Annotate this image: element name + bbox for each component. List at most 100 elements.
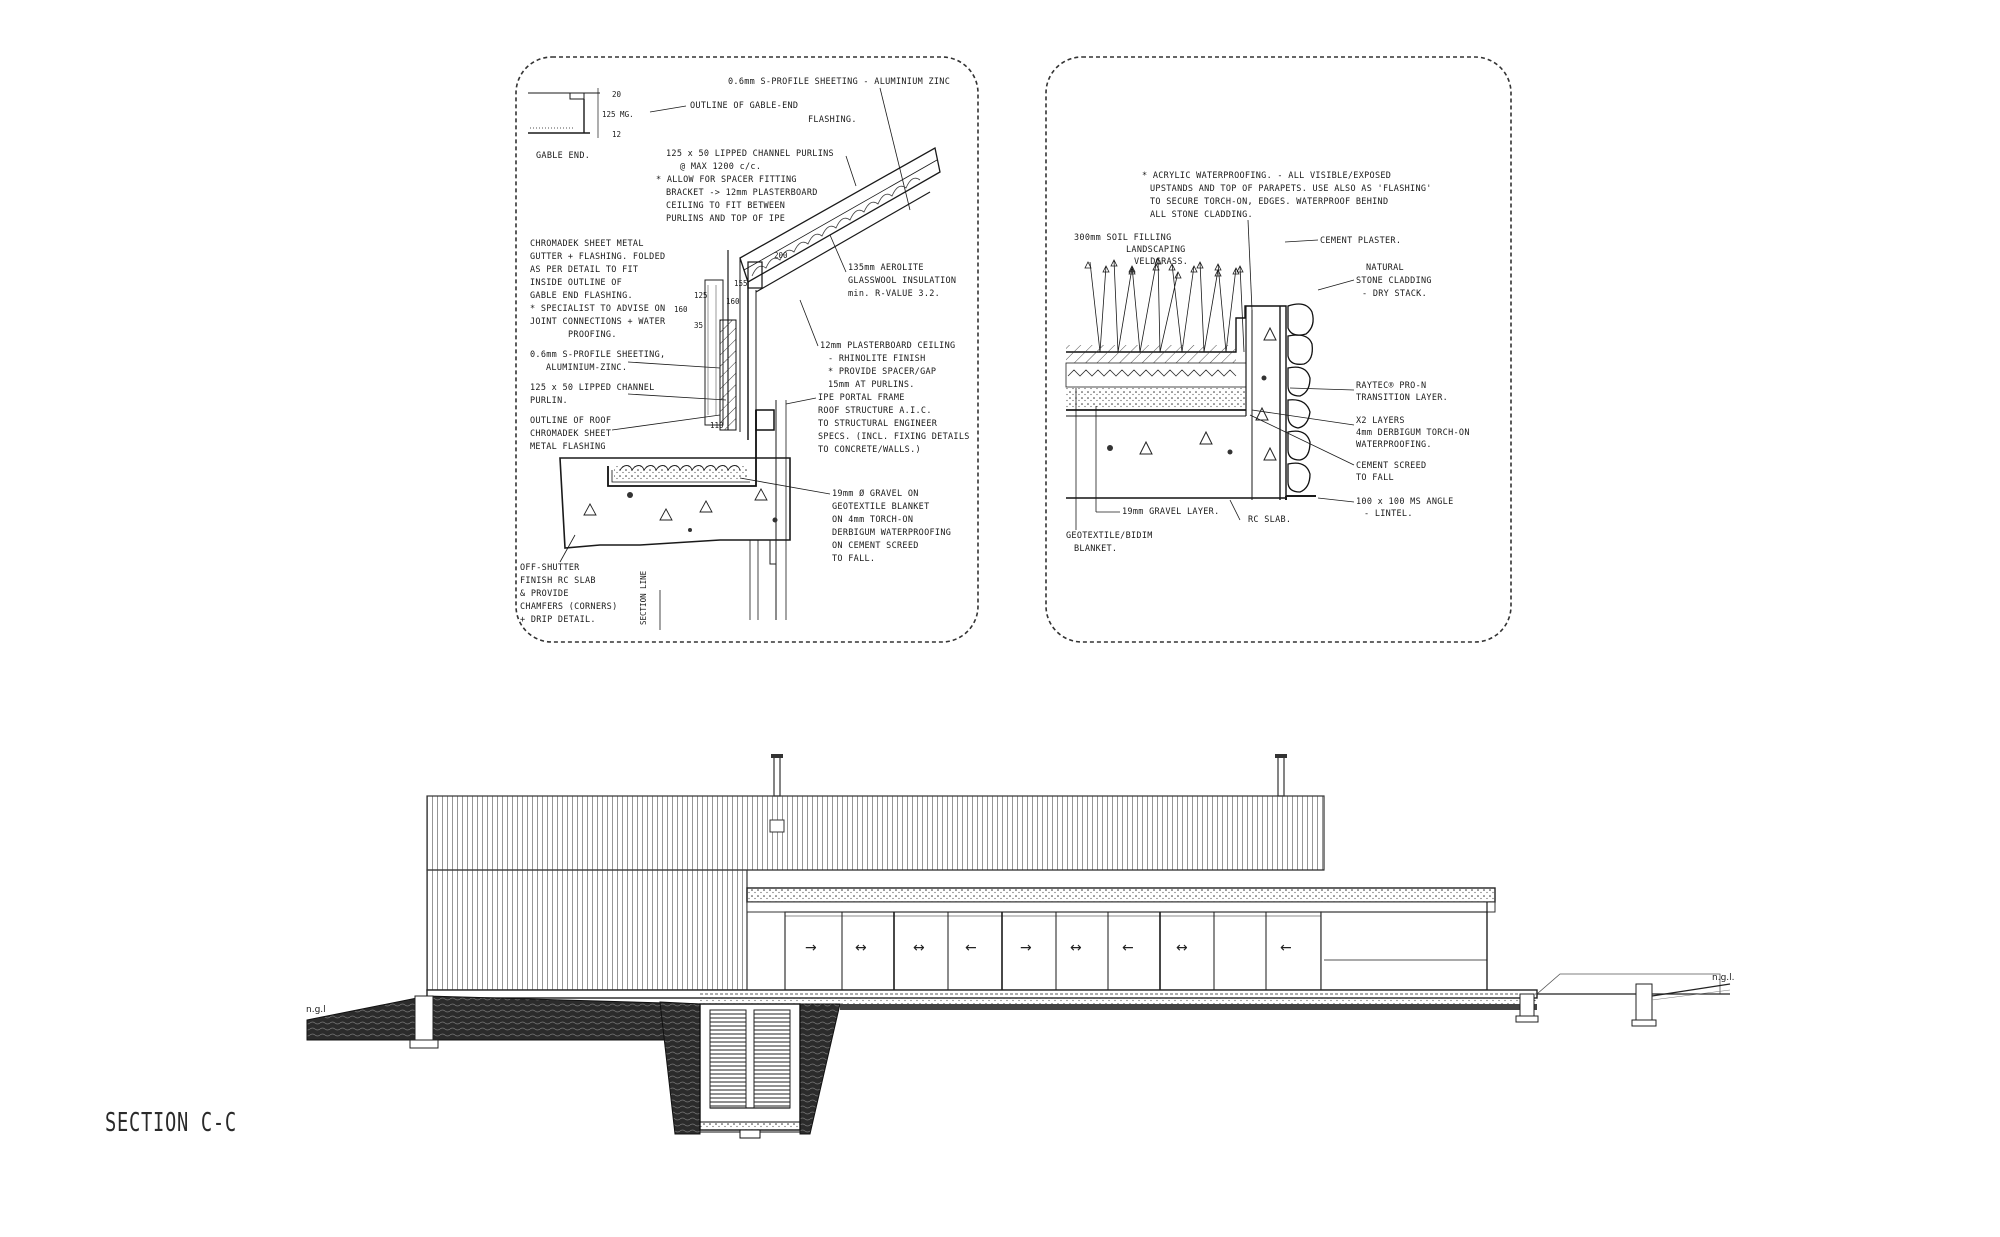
door-arrow-2: ↔ [855,940,867,956]
gable-dim-1: 20 [612,90,622,99]
note-acrylic-4: ALL STONE CLADDING. [1150,210,1253,220]
note-outline-flashing-1: OUTLINE OF GABLE-END [690,101,798,111]
door-arrow-3: ↔ [913,940,925,956]
note-outline-roof-1: OUTLINE OF ROOF [530,416,611,426]
note-chromadek-7: JOINT CONNECTIONS + WATER [530,317,666,327]
main-block-upper [426,795,1325,871]
note-channel-6: PURLINS AND TOP OF IPE [666,214,785,224]
note-landscape-2: VELDGRASS. [1134,257,1188,267]
main-block-lower [426,869,748,991]
note-gravel-5: ON CEMENT SCREED [832,541,919,551]
note-channel2-2: PURLIN. [530,396,568,406]
door-arrow-6: ↔ [1070,940,1082,956]
note-rc-slab: RC SLAB. [1248,515,1291,525]
note-insulation-3: min. R-VALUE 3.2. [848,289,940,299]
note-chromadek-3: AS PER DETAIL TO FIT [530,265,638,275]
note-acrylic-2: UPSTANDS AND TOP OF PARAPETS. USE ALSO A… [1150,184,1432,194]
note-gravel-layer: 19mm GRAVEL LAYER. [1122,507,1220,517]
green-roof-drawing [1065,257,1316,500]
note-gravel-4: DERBIGUM WATERPROOFING [832,528,951,538]
roof-assembly-drawing: 155 160 125 160 35 110 200 [674,146,941,620]
door-arrow-1: → [805,940,817,956]
gable-end-sketch: 20 125 MG. 12 GABLE END. [528,88,634,161]
note-channel-1: 125 x 50 LIPPED CHANNEL PURLINS [666,149,834,159]
gable-end-label: GABLE END. [536,151,590,161]
sliding-doors: → ↔ ↔ ← → ↔ ← ↔ ← [784,911,1322,991]
dim-160b: 160 [674,305,688,314]
roof-slab-drawing [559,410,791,565]
note-angle-2: - LINTEL. [1364,509,1413,519]
note-ipe-1: IPE PORTAL FRAME [818,393,905,403]
dim-160a: 160 [726,297,740,306]
door-arrow-5: → [1020,940,1032,956]
note-plasterboard-2: - RHINOLITE FINISH [828,354,926,364]
note-gravel-1: 19mm Ø GRAVEL ON [832,488,919,499]
section-title: SECTION C-C [105,1108,237,1138]
door-arrow-9: ← [1280,940,1292,956]
dim-200: 200 [774,251,788,260]
dim-155: 155 [734,279,748,288]
note-gravel-6: TO FALL. [832,554,875,564]
ngl-left-label: n.g.l [306,1005,326,1015]
dim-110: 110 [710,421,724,430]
note-acrylic-1: * ACRYLIC WATERPROOFING. - ALL VISIBLE/E… [1142,171,1391,181]
note-chromadek-5: GABLE END FLASHING. [530,291,633,301]
door-arrow-8: ↔ [1176,940,1188,956]
section-line-label: SECTION LINE [639,570,648,625]
ngl-right-label: n.g.l. [1712,973,1735,983]
note-sheeting-mid-1: 0.6mm S-PROFILE SHEETING, [530,350,665,360]
note-stone-1: NATURAL [1366,263,1404,273]
note-slab-4: CHAMFERS (CORNERS) [520,602,618,612]
note-ipe-3: TO STRUCTURAL ENGINEER [818,419,938,429]
note-chromadek-4: INSIDE OUTLINE OF [530,278,622,288]
note-ipe-4: SPECS. (INCL. FIXING DETAILS [818,432,970,442]
gable-dim-2: 125 MG. [602,110,634,119]
detail-frame-left [515,56,979,643]
note-plasterboard-4: 15mm AT PURLINS. [828,380,915,390]
note-chromadek-1: CHROMADEK SHEET METAL [530,239,644,249]
note-channel2-1: 125 x 50 LIPPED CHANNEL [530,383,655,393]
door-arrow-4: ← [965,940,977,956]
note-raytec-2: TRANSITION LAYER. [1356,393,1448,403]
detail-roof-gable: 20 125 MG. 12 GABLE END. 0.6mm S-PROFILE… [515,56,979,643]
note-slab-1: OFF-SHUTTER [520,563,580,573]
note-outline-roof-3: METAL FLASHING [530,442,606,452]
note-chromadek-6: * SPECIALIST TO ADVISE ON [530,304,665,314]
note-ipe-5: TO CONCRETE/WALLS.) [818,445,921,455]
note-screed-1: CEMENT SCREED [1356,461,1426,471]
note-layers-3: WATERPROOFING. [1356,440,1432,450]
note-plasterboard-1: 12mm PLASTERBOARD CEILING [820,341,955,351]
dim-35: 35 [694,321,703,330]
note-layers-2: 4mm DERBIGUM TORCH-ON [1356,428,1470,438]
note-slab-3: & PROVIDE [520,589,569,599]
note-slab-5: + DRIP DETAIL. [520,615,596,625]
note-stone-3: - DRY STACK. [1362,289,1427,299]
note-plasterboard-3: * PROVIDE SPACER/GAP [828,367,936,377]
note-cement-plaster: CEMENT PLASTER. [1320,236,1401,246]
note-insulation-2: GLASSWOOL INSULATION [848,276,956,286]
note-screed-2: TO FALL [1356,473,1394,483]
note-layers-1: X2 LAYERS [1356,416,1405,426]
note-slab-2: FINISH RC SLAB [520,576,596,586]
note-sheeting-top: 0.6mm S-PROFILE SHEETING - ALUMINIUM ZIN… [728,77,950,87]
note-gravel-2: GEOTEXTILE BLANKET [832,502,930,512]
note-outline-roof-2: CHROMADEK SHEET [530,429,611,439]
note-acrylic-3: TO SECURE TORCH-ON, EDGES. WATERPROOF BE… [1150,197,1388,207]
note-sheeting-mid-2: ALUMINIUM-ZINC. [546,363,627,373]
note-raytec-1: RAYTEC® PRO-N [1356,381,1426,391]
gable-dim-3: 12 [612,130,621,139]
note-outline-flashing-2: FLASHING. [808,115,857,125]
note-chromadek-8: PROOFING. [568,330,617,340]
section-c-c-drawing: → ↔ ↔ ← → ↔ ← ↔ ← [306,754,1735,1139]
note-chromadek-2: GUTTER + FLASHING. FOLDED [530,252,665,262]
note-geotextile-2: BLANKET. [1074,544,1117,554]
dim-125: 125 [694,291,708,300]
note-gravel-3: ON 4mm TORCH-ON [832,515,913,525]
green-roof-slab [746,887,1496,903]
note-landscape-1: LANDSCAPING [1126,245,1186,255]
detail-green-roof-parapet: * ACRYLIC WATERPROOFING. - ALL VISIBLE/E… [1045,56,1512,643]
note-stone-2: STONE CLADDING [1356,276,1432,286]
note-channel-5: CEILING TO FIT BETWEEN [666,201,785,211]
note-channel-3: * ALLOW FOR SPACER FITTING [656,175,797,185]
